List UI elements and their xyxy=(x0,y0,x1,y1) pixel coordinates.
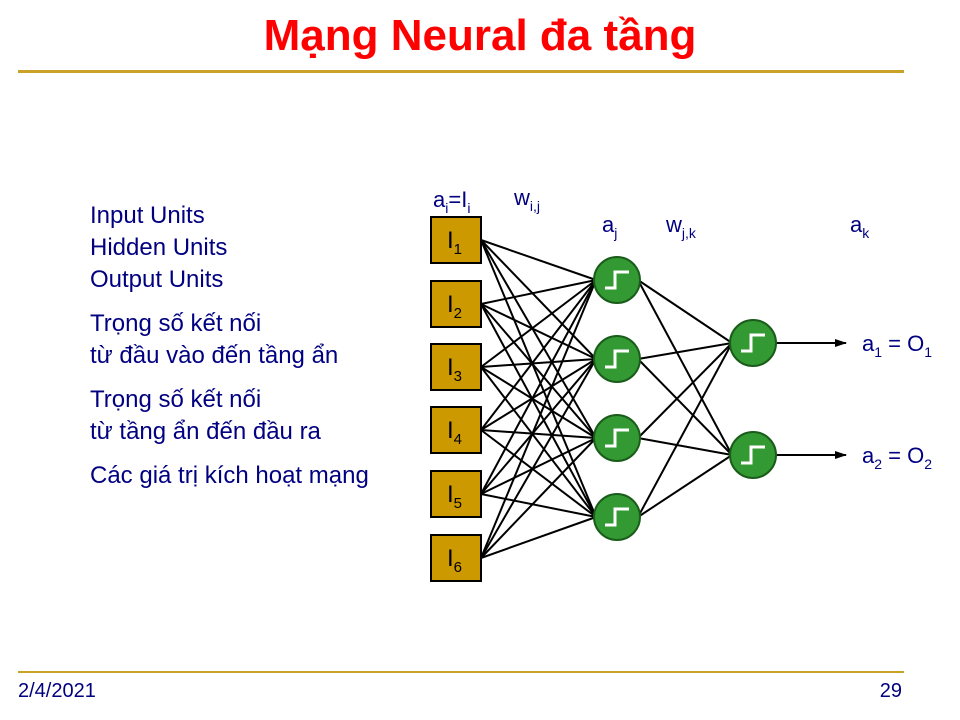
input-unit-6: I6 xyxy=(430,534,482,582)
label-input-units: Input Units xyxy=(90,202,205,229)
input-unit-5: I5 xyxy=(430,470,482,518)
edge-hidden-1-output-1 xyxy=(637,279,733,344)
header-ak: ak xyxy=(850,212,870,241)
edge-input-6-hidden-2 xyxy=(480,358,597,559)
edge-input-2-hidden-3 xyxy=(480,303,597,439)
hidden-unit-4 xyxy=(593,493,641,541)
page-title: Mạng Neural đa tầng xyxy=(263,11,697,60)
edge-input-4-hidden-2 xyxy=(480,358,597,431)
step-function-icon xyxy=(605,507,629,527)
svg-text:I2: I2 xyxy=(447,291,462,322)
svg-text:I4: I4 xyxy=(447,417,462,448)
step-function-icon xyxy=(605,270,629,290)
edge-input-3-hidden-4 xyxy=(480,366,597,518)
footer-divider xyxy=(18,671,904,673)
edge-input-4-hidden-3 xyxy=(480,429,597,439)
edge-hidden-2-output-2 xyxy=(637,358,733,456)
edge-input-6-hidden-3 xyxy=(480,437,597,559)
label-output-units: Output Units xyxy=(90,266,224,293)
units-group: Input Units Hidden Units Output Units xyxy=(90,200,369,296)
footer-page-number: 29 xyxy=(879,680,902,702)
edge-input-6-hidden-1 xyxy=(480,279,597,559)
step-function-icon xyxy=(741,445,765,465)
step-function-icon xyxy=(741,333,765,353)
network-edges xyxy=(480,239,847,559)
hidden-unit-3 xyxy=(593,414,641,462)
edge-input-2-hidden-1 xyxy=(480,279,597,305)
footer-date: 2/4/2021 xyxy=(18,680,96,702)
step-function-icon xyxy=(605,428,629,448)
edge-input-3-hidden-2 xyxy=(480,358,597,368)
header-wjk: wj,k xyxy=(665,212,697,241)
edge-hidden-2-output-1 xyxy=(637,342,733,360)
legend-labels: Input Units Hidden Units Output Units Tr… xyxy=(90,200,369,504)
edge-hidden-3-output-2 xyxy=(637,437,733,456)
edge-hidden-4-output-2 xyxy=(637,454,733,518)
edge-input-5-hidden-3 xyxy=(480,437,597,495)
output-unit-2 xyxy=(729,431,777,479)
activation-group: Các giá trị kích hoạt mạng xyxy=(90,460,369,492)
edge-input-4-hidden-1 xyxy=(480,279,597,431)
svg-text:I3: I3 xyxy=(447,354,462,385)
edge-input-3-hidden-1 xyxy=(480,279,597,368)
edge-input-1-hidden-2 xyxy=(480,239,597,360)
edge-input-5-hidden-4 xyxy=(480,493,597,518)
hidden-unit-2 xyxy=(593,335,641,383)
edge-input-1-hidden-3 xyxy=(480,239,597,439)
edge-hidden-4-output-1 xyxy=(637,342,733,518)
edge-hidden-3-output-1 xyxy=(637,342,733,439)
edge-hidden-1-output-2 xyxy=(637,279,733,456)
label-activation: Các giá trị kích hoạt mạng xyxy=(90,462,369,489)
hidden-unit-1 xyxy=(593,256,641,304)
label-weights-out-1: Trọng số kết nối xyxy=(90,386,262,413)
output-unit-1 xyxy=(729,319,777,367)
input-unit-1: I1 xyxy=(430,216,482,264)
edge-input-2-hidden-2 xyxy=(480,303,597,360)
edge-input-6-hidden-4 xyxy=(480,516,597,559)
edge-input-5-hidden-2 xyxy=(480,358,597,495)
edge-input-3-hidden-3 xyxy=(480,366,597,439)
label-hidden-units: Hidden Units xyxy=(90,234,228,261)
weights-in-group: Trọng số kết nối từ đầu vào đến tầng ẩn xyxy=(90,308,369,372)
svg-text:I6: I6 xyxy=(447,545,462,576)
svg-text:I5: I5 xyxy=(447,481,462,512)
header-wij: wi,j xyxy=(513,185,540,214)
input-unit-2: I2 xyxy=(430,280,482,328)
label-weights-out-2: từ tầng ẩn đến đầu ra xyxy=(90,418,321,445)
header-aj: aj xyxy=(602,212,617,241)
title-divider xyxy=(18,70,904,73)
header-ai-ii: ai=Ii xyxy=(433,187,470,216)
label-weights-in-1: Trọng số kết nối xyxy=(90,310,262,337)
edge-input-1-hidden-1 xyxy=(480,239,597,281)
output-label-1: a1 = O1 xyxy=(862,331,932,360)
edge-input-4-hidden-4 xyxy=(480,429,597,518)
output-label-2: a2 = O2 xyxy=(862,443,932,472)
edge-input-5-hidden-1 xyxy=(480,279,597,495)
input-unit-4: I4 xyxy=(430,406,482,454)
svg-text:I1: I1 xyxy=(447,227,462,258)
weights-out-group: Trọng số kết nối từ tầng ẩn đến đầu ra xyxy=(90,384,369,448)
label-weights-in-2: từ đầu vào đến tầng ẩn xyxy=(90,342,339,369)
edge-input-2-hidden-4 xyxy=(480,303,597,518)
edge-input-1-hidden-4 xyxy=(480,239,597,518)
input-unit-3: I3 xyxy=(430,343,482,391)
step-function-icon xyxy=(605,349,629,369)
